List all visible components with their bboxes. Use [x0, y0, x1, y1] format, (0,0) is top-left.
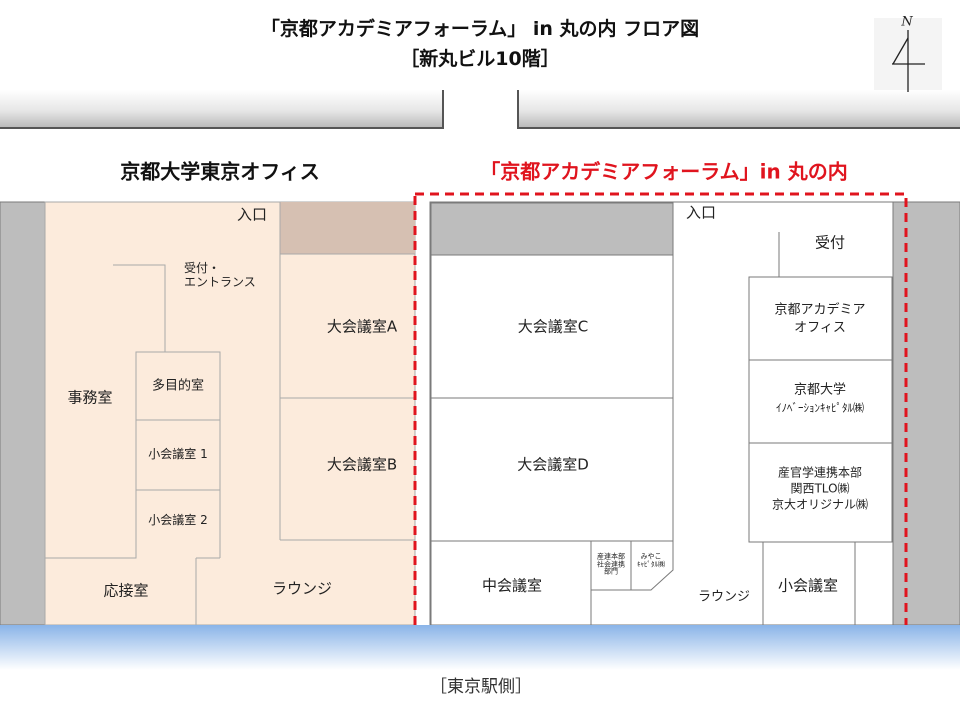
tiny-room-1-line3: 部門 [604, 567, 618, 576]
reception-entrance-label: 受付・ エントランス [184, 261, 256, 290]
page-subtitle: ［新丸ビル10階］ [400, 48, 560, 71]
compass-label: N [901, 14, 913, 30]
reception-label: 受付 [814, 233, 846, 252]
academia-office-line1: 京都アカデミア [774, 302, 866, 318]
tlo-line3: 京大オリジナル㈱ [771, 498, 869, 513]
corridor-top [0, 90, 960, 129]
tiny-room-1-line1: 産連本部 [597, 552, 625, 561]
reception-entrance-line2: エントランス [184, 275, 256, 289]
medium-meeting-room-label: 中会議室 [481, 576, 543, 595]
tlo-label: 産官学連携本部 関西TLO㈱ 京大オリジナル㈱ [772, 465, 868, 514]
right-section-heading: 「京都アカデミアフォーラム」in 丸の内 [480, 159, 848, 184]
tiny-room-1-line2: 社会連携 [597, 560, 625, 569]
small-meeting-room-right-label: 小会議室 [777, 576, 839, 595]
tiny-room-2-line1: みやこ [640, 552, 662, 561]
academia-office-label: 京都アカデミア オフィス [774, 301, 865, 336]
large-room-b-label: 大会議室B [326, 455, 398, 474]
north-compass-icon [874, 18, 942, 92]
large-room-d-label: 大会議室D [517, 455, 589, 474]
multipurpose-room-label: 多目的室 [151, 378, 205, 394]
office-label: 事務室 [67, 388, 113, 407]
tlo-line1: 産官学連携本部 [777, 465, 863, 480]
large-room-a-label: 大会議室A [326, 317, 398, 336]
tlo-line2: 関西TLO㈱ [790, 481, 850, 496]
small-meeting-room-2-label: 小会議室 2 [148, 513, 208, 528]
academia-office-line2: オフィス [794, 320, 846, 335]
reception-entrance-line1: 受付・ [184, 261, 221, 276]
tiny-room-2-line2: ｷｬﾋﾟﾀﾙ㈱ [637, 561, 665, 569]
left-section-heading: 京都大学東京オフィス [120, 159, 320, 184]
page-title: 「京都アカデミアフォーラム」 in 丸の内 フロア図 [260, 18, 700, 41]
lounge-left-label: ラウンジ [271, 579, 333, 598]
station-side-label: ［東京駅側］ [430, 677, 532, 698]
small-meeting-room-1-label: 小会議室 1 [148, 447, 208, 462]
kyoto-office-area [44, 201, 416, 626]
reception-room-label: 応接室 [103, 581, 149, 600]
large-room-c-label: 大会議室C [517, 317, 589, 336]
lounge-right-label: ラウンジ [697, 589, 751, 605]
academia-forum-area [429, 201, 894, 626]
entrance-right-label: 入口 [685, 203, 717, 222]
entrance-left-label: 入口 [236, 205, 268, 224]
industry-collaboration-room-label: 産連本部 社会連携 部門 [597, 553, 625, 576]
innovation-line1: 京都大学 [793, 382, 846, 398]
water-strip [0, 625, 960, 670]
innovation-capital-label: 京都大学 ｲﾉﾍﾞｰｼｮﾝｷｬﾋﾟﾀﾙ㈱ [776, 381, 864, 416]
innovation-line2: ｲﾉﾍﾞｰｼｮﾝｷｬﾋﾟﾀﾙ㈱ [776, 401, 864, 414]
miyako-capital-room-label: みやこ ｷｬﾋﾟﾀﾙ㈱ [637, 553, 665, 570]
